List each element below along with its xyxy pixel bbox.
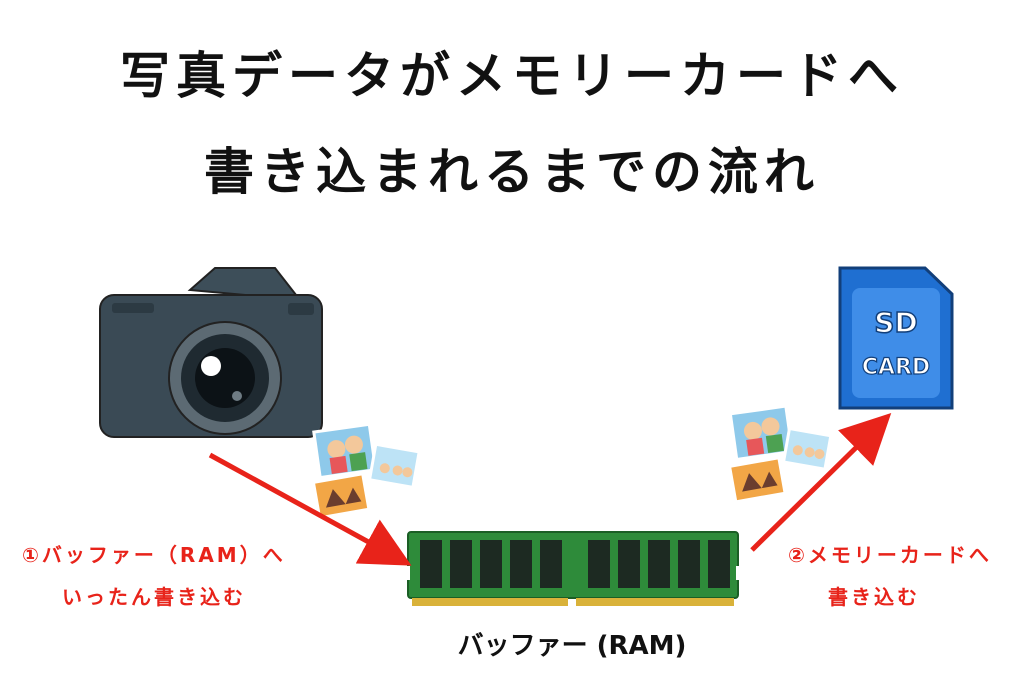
step-2-label-line1: ②メモリーカードへ	[788, 543, 992, 567]
arrow-icon	[208, 452, 412, 566]
title-line-1: 写真データがメモリーカードへ	[120, 47, 904, 105]
camera-icon	[99, 267, 323, 438]
ram-module-icon	[404, 531, 742, 606]
step-2-label-line2: 書き込む	[828, 585, 920, 609]
title-line-2: 書き込まれるまでの流れ	[204, 143, 820, 201]
sd-card-label-line2: CARD	[862, 355, 930, 380]
photo-stack-icon	[311, 422, 421, 520]
sd-card-icon: SD CARD	[838, 266, 954, 410]
sd-card-label-line1: SD	[874, 306, 917, 339]
step-1-label-line2: いったん書き込む	[62, 585, 246, 609]
photo-stack-icon	[727, 404, 833, 504]
step-1-label-line1: ①バッファー（RAM）へ	[22, 543, 286, 567]
ram-label: バッファー (RAM)	[457, 631, 687, 661]
arrow-icon	[750, 412, 892, 552]
